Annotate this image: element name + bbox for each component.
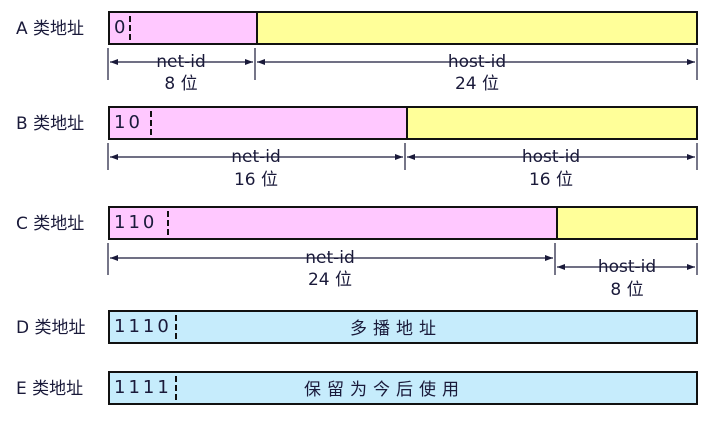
class-a-host-id-label: host-id	[441, 52, 513, 72]
class-e-bar: 1111 保留为今后使用	[108, 371, 698, 405]
class-a-label: A 类地址	[16, 19, 85, 39]
class-d-prefix: 1110	[114, 316, 172, 337]
class-c-net-segment: 110	[110, 208, 556, 238]
class-c-prefix-divider	[167, 211, 169, 235]
class-b-prefix: 10	[114, 112, 143, 133]
class-d-bar: 1110 多播地址	[108, 310, 698, 344]
class-a-host-id-bits: 24 位	[454, 74, 500, 94]
class-b-net-id-bits: 16 位	[233, 170, 279, 190]
class-c-net-id-bits: 24 位	[307, 270, 353, 290]
class-c-net-id-label: net-id	[299, 248, 361, 268]
class-e-label: E 类地址	[16, 379, 84, 399]
class-d-prefix-divider	[175, 315, 177, 339]
class-b-host-id-bits: 16 位	[528, 170, 574, 190]
class-b-bar: 10	[108, 106, 698, 140]
class-b-label: B 类地址	[16, 114, 85, 134]
class-c-bar: 110	[108, 206, 698, 240]
class-e-description: 保留为今后使用	[304, 380, 465, 400]
class-c-prefix: 110	[114, 212, 158, 233]
class-c-host-id-label: host-id	[591, 257, 663, 277]
class-d-description: 多播地址	[350, 319, 442, 339]
class-c-host-segment	[556, 208, 696, 238]
class-a-net-segment: 0	[110, 13, 256, 43]
class-e-prefix-divider	[175, 376, 177, 400]
class-a-net-id-label: net-id	[150, 52, 212, 72]
class-b-host-segment	[406, 108, 696, 138]
class-d-label: D 类地址	[16, 318, 86, 338]
class-c-host-id-bits: 8 位	[610, 280, 644, 300]
class-b-host-id-label: host-id	[515, 147, 587, 167]
class-b-net-segment: 10	[110, 108, 406, 138]
class-a-net-id-bits: 8 位	[164, 74, 198, 94]
class-a-prefix: 0	[114, 17, 129, 38]
class-b-net-id-label: net-id	[225, 147, 287, 167]
class-c-label: C 类地址	[16, 214, 85, 234]
class-b-prefix-divider	[150, 111, 152, 135]
class-a-bar: 0	[108, 11, 698, 45]
class-a-prefix-divider	[129, 16, 131, 40]
class-e-prefix: 1111	[114, 377, 172, 398]
class-a-host-segment	[256, 13, 696, 43]
